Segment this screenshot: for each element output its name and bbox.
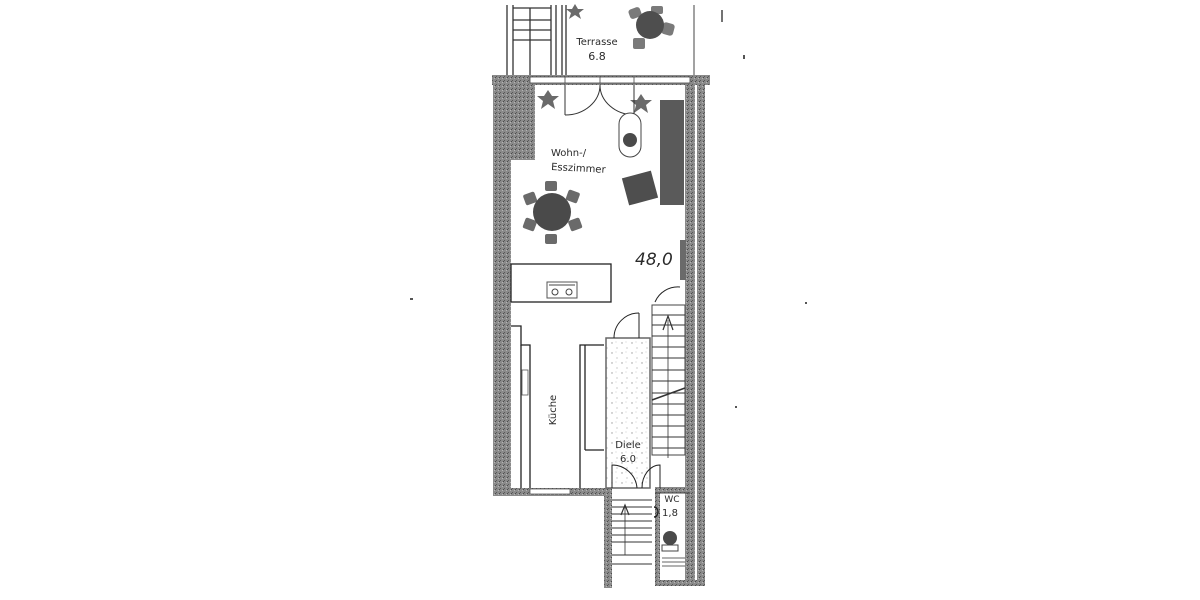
patio-table-icon [628,6,675,49]
coffee-table-icon [621,170,659,206]
patio-door [564,84,635,116]
room-area-wohn-esszimmer: 48,0 [635,250,673,270]
plant-icon [566,4,584,19]
room-wc: WC 1,8 [653,492,690,567]
room-area-diele: 6.0 [620,454,636,465]
scan-specks [410,55,807,408]
room-label-diele: Diele [615,440,641,451]
room-label-wohn: Wohn-/ [551,148,587,159]
door-living [613,312,640,339]
basement-stair [612,499,652,565]
plant-icon [630,94,652,113]
staircase [651,286,686,458]
arrow-up-icon [620,503,630,516]
room-diele: Diele 6.0 [605,312,661,489]
kitchen-counter [511,325,604,488]
room-label-terrasse: Terrasse [575,37,617,48]
dining-table-icon [522,181,583,244]
door-entrance [611,464,661,489]
cooktop-icon [546,281,578,299]
room-label-wc: WC [664,495,679,505]
plant-icon [537,90,559,109]
terrace-steps [506,5,567,75]
room-area-terrasse: 6.8 [588,50,606,63]
wc-vent [662,557,685,567]
terrace-area: Terrasse 6.8 [506,4,723,75]
arrow-up-icon [662,314,674,331]
walls [492,75,710,588]
room-wohn-esszimmer: Wohn-/ Esszimmer 48,0 [522,84,673,270]
room-label-esszimmer: Esszimmer [551,162,607,176]
armchair-icon [618,112,642,158]
toilet-icon [661,531,679,552]
room-kueche: Küche [510,263,612,488]
room-label-kueche: Küche [548,395,559,425]
room-area-wc: 1,8 [662,508,678,519]
sink-icon [521,369,529,396]
